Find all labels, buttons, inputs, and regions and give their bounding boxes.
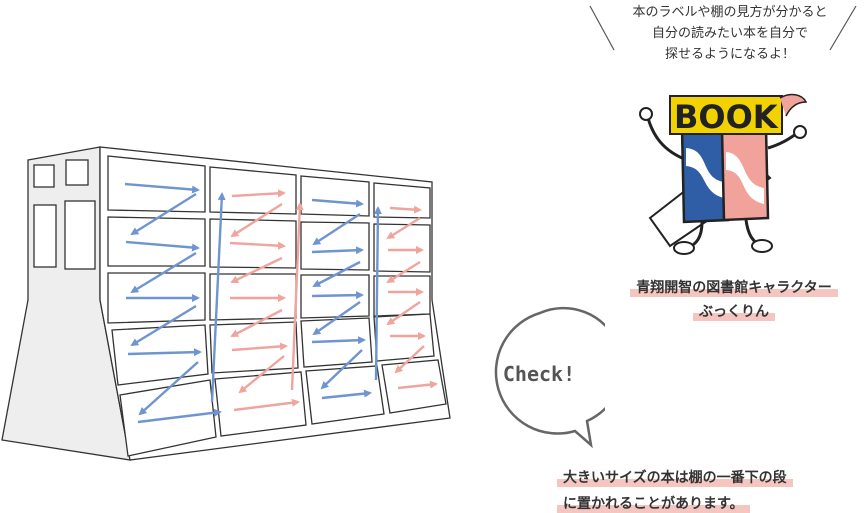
pink-arrows (229, 189, 438, 412)
reading-order-arrow (321, 389, 372, 400)
reading-order-arrow (127, 348, 202, 357)
bookrin-mascot: BOOK (639, 93, 808, 255)
reading-order-arrow (397, 380, 438, 390)
check-note-line: に置かれることがあります。 (557, 495, 750, 513)
tower-window (65, 159, 89, 186)
reading-order-arrow (311, 198, 364, 208)
reading-order-arrow (290, 202, 304, 391)
reading-order-arrow (320, 349, 363, 390)
reading-order-arrow (231, 342, 288, 352)
reading-order-arrow (312, 212, 361, 246)
mascot-caption: 青翔開智の図書館キャラクター ぶっくりん (600, 277, 867, 321)
mascot-caption-line: 青翔開智の図書館キャラクター (630, 279, 838, 297)
speech-line: 自分の読みたい本を自分で (651, 26, 808, 41)
tower-window (33, 164, 55, 188)
reading-order-arrow (389, 205, 422, 214)
reading-order-arrow (130, 304, 197, 347)
check-label: Check! (502, 362, 576, 386)
check-note: 大きいサイズの本は棚の一番下の段 に置かれることがあります。 (557, 467, 793, 513)
reading-order-arrow (230, 256, 283, 284)
reading-order-arrow (238, 355, 285, 394)
reading-order-arrow (386, 216, 421, 240)
speech-text: 本のラベルや棚の見方が分かると 自分の読みたい本を自分で 探せるようになるよ！ (600, 2, 860, 65)
reading-order-arrow (394, 345, 425, 374)
speech-lines (589, 5, 857, 51)
reading-order-arrow (233, 398, 300, 412)
reading-order-arrow (311, 246, 364, 255)
mascot-name: ぶっくりん (693, 303, 775, 321)
reading-order-arrow (311, 291, 364, 300)
reading-order-arrow (130, 251, 197, 294)
reading-order-arrow (230, 308, 283, 338)
reading-order-arrow (231, 189, 286, 198)
book-logo: BOOK (669, 95, 783, 136)
reading-order-arrow (386, 301, 421, 326)
speech-line: 探せるようになるよ！ (664, 47, 795, 62)
tower-window (64, 200, 96, 270)
reading-order-arrow (125, 240, 200, 252)
logo-text: BOOK (674, 98, 779, 136)
reading-order-arrow (138, 361, 199, 416)
reading-order-arrow (312, 301, 361, 336)
tower-window (33, 204, 57, 268)
reading-order-arrow (373, 206, 382, 381)
check-speech-bubble (494, 306, 605, 449)
reading-order-arrow (210, 192, 226, 403)
bookshelf-illustration (1, 146, 451, 461)
reading-order-arrow (137, 408, 222, 424)
reading-order-arrow (386, 260, 421, 284)
reading-order-arrow (130, 192, 197, 236)
shelf-compartments (107, 155, 447, 457)
reading-order-arrow (230, 202, 283, 238)
reading-order-arrow (312, 260, 361, 288)
check-note-line: 大きいサイズの本は棚の一番下の段 (557, 469, 793, 487)
reading-order-arrow (311, 336, 366, 345)
speech-line: 本のラベルや棚の見方が分かると (632, 5, 828, 20)
blue-arrows (124, 182, 382, 424)
reading-order-arrow (229, 241, 286, 250)
reading-order-arrow (124, 182, 200, 194)
